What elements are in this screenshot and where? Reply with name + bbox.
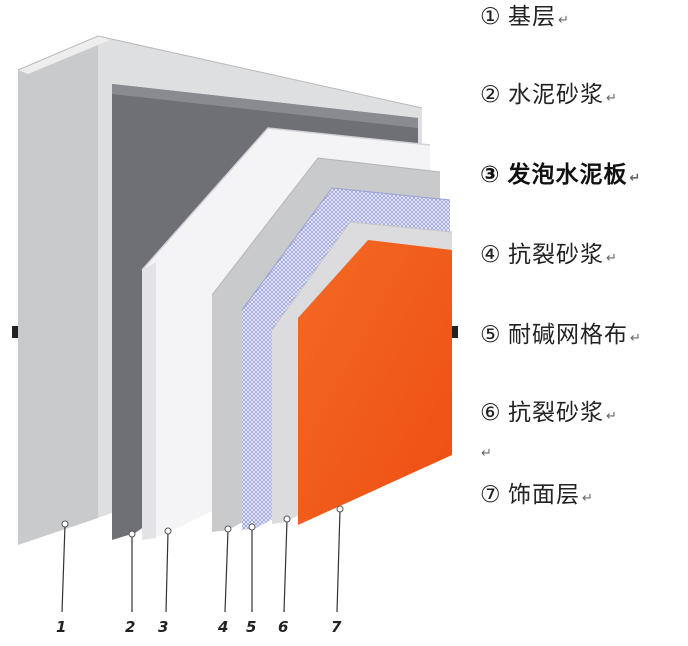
leader-dot-5 xyxy=(248,523,256,531)
legend-marker: ⑤ xyxy=(480,322,501,348)
return-mark: ↵ xyxy=(629,331,641,346)
legend-item-anti-crack-mortar: ④ 抗裂砂浆↵ xyxy=(480,240,617,274)
return-mark: ↵ xyxy=(605,91,617,106)
leader-line-7 xyxy=(336,509,341,613)
leader-dot-4 xyxy=(224,525,232,533)
callout-number-1: 1 xyxy=(56,618,67,636)
legend-marker: ② xyxy=(480,82,501,108)
leader-line-6 xyxy=(283,519,288,613)
return-mark: ↵ xyxy=(605,251,617,266)
callout-number-3: 3 xyxy=(158,618,169,636)
legend-item-cement-mortar: ② 水泥砂浆↵ xyxy=(480,80,617,114)
return-mark: ↵ xyxy=(557,13,569,28)
leader-dot-3 xyxy=(164,527,172,535)
callout-number-5: 5 xyxy=(246,618,257,636)
layer-7-finish xyxy=(298,240,452,525)
return-mark: ↵ xyxy=(581,491,593,506)
legend-marker: ⑦ xyxy=(480,482,501,508)
left-edge-marker xyxy=(12,326,18,338)
legend-label: 耐碱网格布 xyxy=(507,322,628,348)
leader-dot-6 xyxy=(283,515,291,523)
legend-label: 抗裂砂浆 xyxy=(507,400,604,426)
leader-dot-1 xyxy=(61,520,69,528)
leader-line-1 xyxy=(61,524,66,613)
legend-label: 发泡水泥板 xyxy=(507,162,628,188)
leader-line-4 xyxy=(224,529,229,613)
callout-number-6: 6 xyxy=(278,618,289,636)
callout-number-7: 7 xyxy=(331,618,342,636)
leader-dots xyxy=(61,505,344,538)
legend-marker: ③ xyxy=(480,162,500,188)
leader-dot-2 xyxy=(128,530,136,538)
legend-item-anti-crack-mortar-2: ⑥ 抗裂砂浆↵ xyxy=(480,398,617,432)
return-mark: ↵ xyxy=(629,171,641,186)
legend-label: 抗裂砂浆 xyxy=(507,242,604,268)
legend-label: 饰面层 xyxy=(507,482,580,508)
callout-number-2: 2 xyxy=(125,618,136,636)
leader-lines xyxy=(61,509,341,613)
legend-item-foam-cement-board: ③ 发泡水泥板↵ xyxy=(480,160,640,194)
right-edge-marker xyxy=(452,326,458,338)
legend-marker: ① xyxy=(480,4,501,30)
legend-label: 水泥砂浆 xyxy=(507,82,604,108)
stray-return-mark: ↵ xyxy=(481,446,492,461)
callout-number-4: 4 xyxy=(218,618,229,636)
legend-marker: ⑥ xyxy=(480,400,501,426)
legend-item-finish-layer: ⑦ 饰面层↵ xyxy=(480,480,593,514)
legend-label: 基层 xyxy=(507,4,556,30)
legend-item-base-layer: ① 基层↵ xyxy=(480,2,569,36)
return-mark: ↵ xyxy=(605,409,617,424)
legend-item-alkali-mesh: ⑤ 耐碱网格布↵ xyxy=(480,320,641,354)
legend-marker: ④ xyxy=(480,242,501,268)
leader-line-3 xyxy=(165,531,169,613)
leader-dot-7 xyxy=(336,505,344,513)
